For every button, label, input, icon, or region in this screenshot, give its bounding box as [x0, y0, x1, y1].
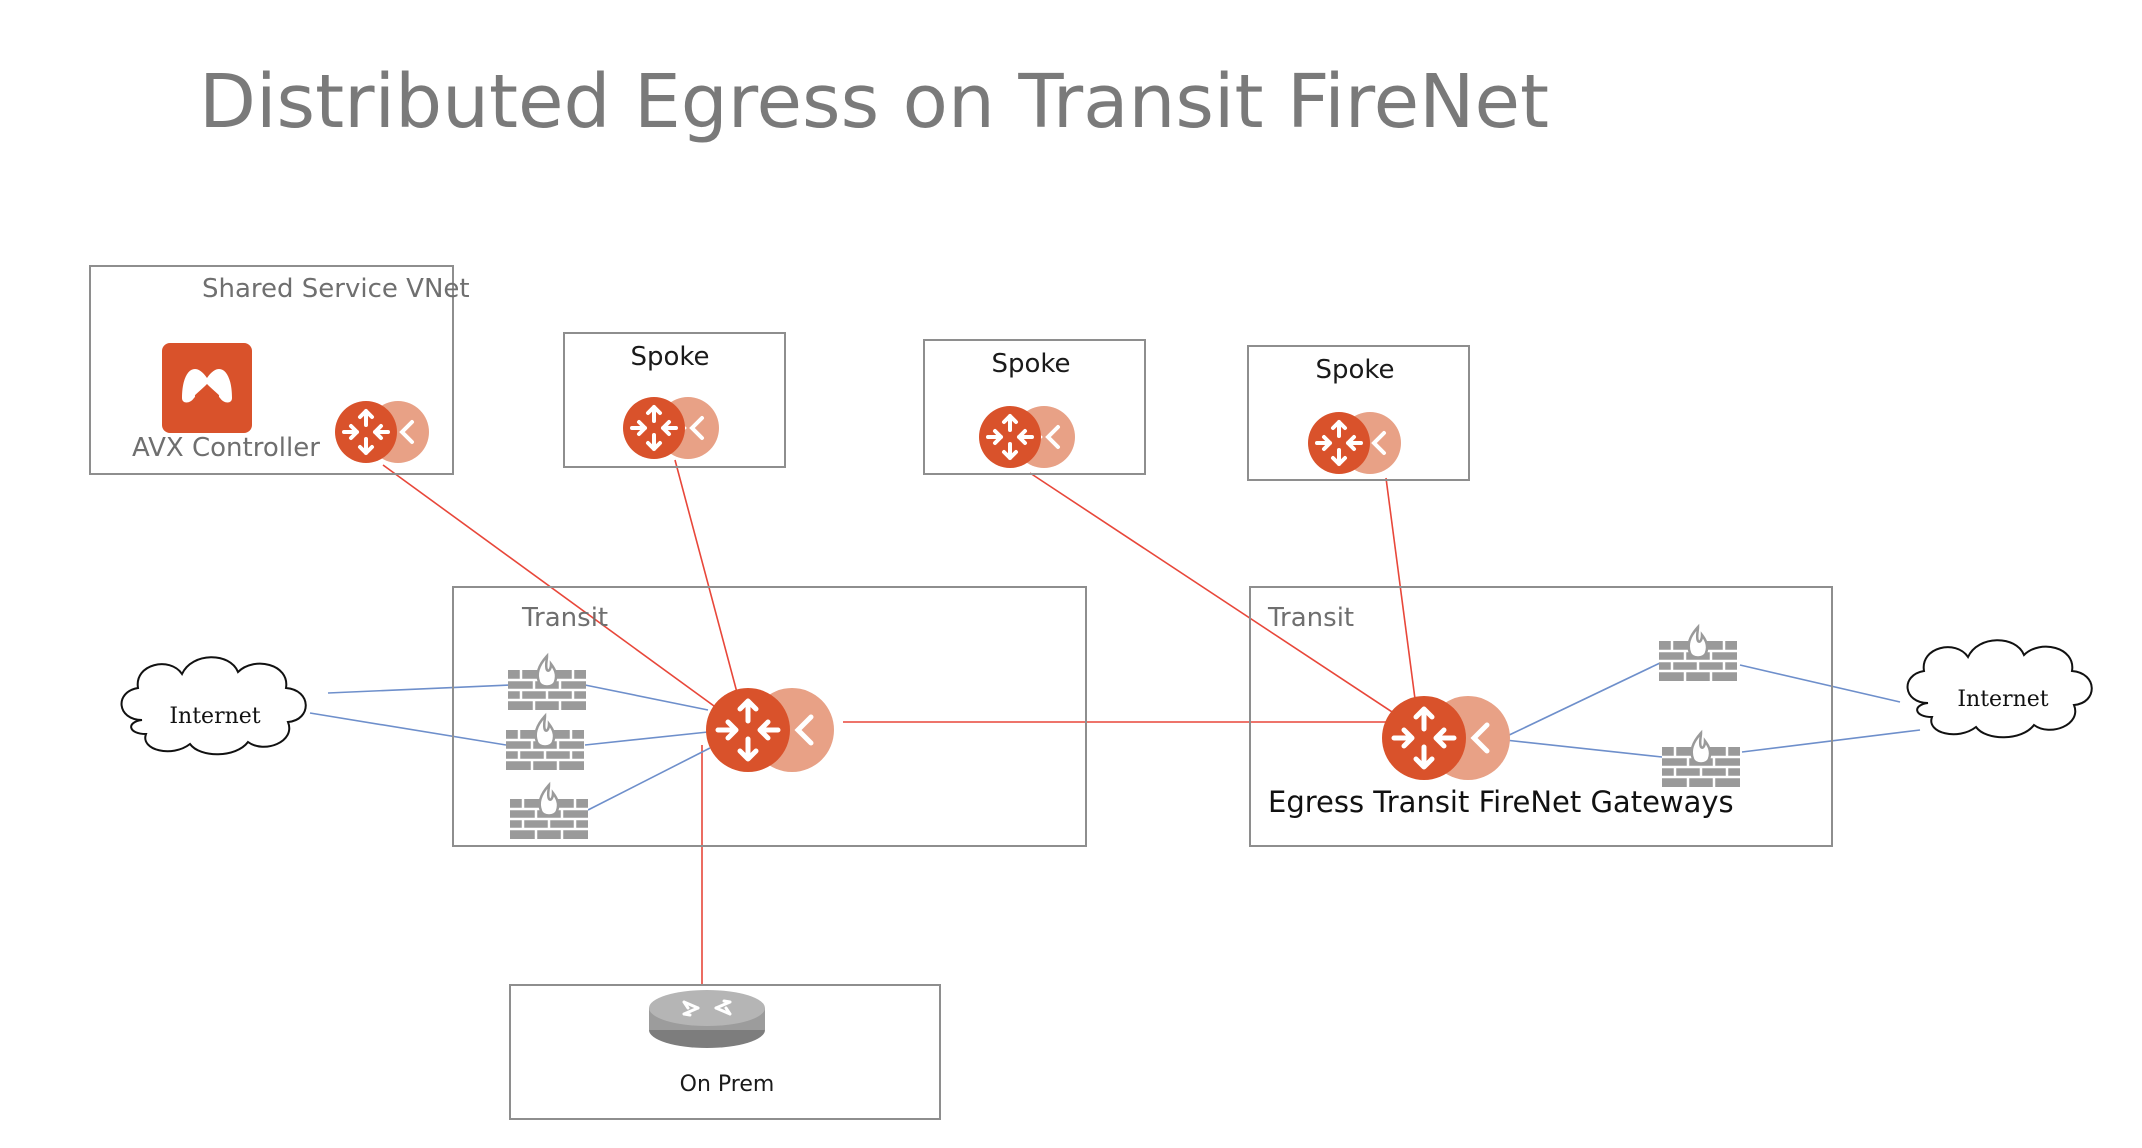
- firewall-icon[interactable]: [1657, 625, 1739, 683]
- spoke-1-label: Spoke: [630, 342, 709, 372]
- gateway-icon[interactable]: [333, 399, 431, 465]
- gateway-icon[interactable]: [1306, 410, 1403, 476]
- transit-right-box: Transit Egress Transit FireNet Gateways: [1249, 586, 1833, 847]
- shared-service-vnet-box: Shared Service VNet AVX Controller: [89, 265, 470, 475]
- shared-service-vnet-label: Shared Service VNet: [202, 274, 470, 304]
- transit-right-label: Transit: [1267, 603, 1354, 633]
- gateway-icon[interactable]: [621, 395, 721, 461]
- avx-controller-icon[interactable]: [162, 343, 252, 433]
- transit-left-label: Transit: [521, 603, 608, 633]
- router-icon[interactable]: [649, 990, 765, 1048]
- firewall-icon[interactable]: [504, 714, 586, 772]
- avx-controller-label: AVX Controller: [132, 433, 320, 463]
- firewall-icon[interactable]: [508, 783, 590, 841]
- gateway-icon[interactable]: [1382, 696, 1510, 780]
- spoke-3-label: Spoke: [1315, 355, 1394, 385]
- transit-left-box: Transit: [452, 586, 1087, 847]
- spoke-box-1: Spoke: [563, 332, 786, 468]
- spoke-box-2: Spoke: [923, 339, 1146, 475]
- on-prem-label: On Prem: [680, 1072, 775, 1097]
- firewall-icon[interactable]: [1660, 731, 1742, 789]
- spoke-2-label: Spoke: [991, 349, 1070, 379]
- internet-cloud-right[interactable]: Internet: [1906, 639, 2093, 739]
- spoke-box-3: Spoke: [1247, 345, 1470, 481]
- internet-left-label: Internet: [169, 704, 260, 729]
- firewall-icon[interactable]: [506, 654, 588, 712]
- internet-right-label: Internet: [1957, 687, 2048, 712]
- gateway-icon[interactable]: [706, 688, 834, 772]
- links: [309, 459, 1921, 985]
- internet-cloud-left[interactable]: Internet: [120, 656, 307, 756]
- gateway-icon[interactable]: [977, 404, 1077, 470]
- on-prem-box: On Prem: [509, 984, 941, 1120]
- page-title: Distributed Egress on Transit FireNet: [199, 59, 1549, 145]
- egress-gateways-label: Egress Transit FireNet Gateways: [1268, 785, 1734, 819]
